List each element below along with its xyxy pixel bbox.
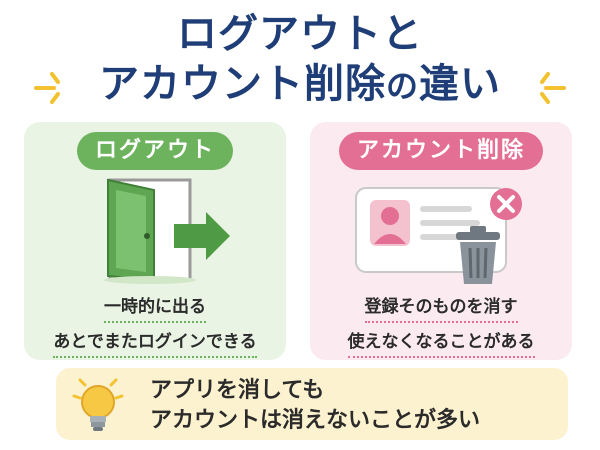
logout-label: ログアウト [76, 132, 234, 170]
sparkle-left-icon [34, 72, 60, 104]
logout-line2: あとでまたログインできる [24, 327, 286, 358]
page-title-line2: アカウント削除の違い [0, 58, 600, 112]
title-main: アカウント削除 [98, 61, 386, 107]
delete-account-panel: アカウント削除 登録そのものを消す 使えなくなることがある [310, 122, 572, 360]
tip-line1: アプリを消しても [150, 378, 325, 403]
lightbulb-icon [72, 378, 124, 431]
delete-account-line2: 使えなくなることがある [310, 327, 572, 358]
logout-line1: 一時的に出る [24, 292, 286, 323]
sparkle-right-icon [540, 72, 566, 104]
title-particle: の [385, 67, 419, 105]
tip-line2: アカウントは消えないことが多い [150, 408, 481, 433]
logout-panel: ログアウト 一時的に出る あとでまたログインできる [24, 122, 286, 360]
door-exit-icon [104, 178, 230, 284]
title-end: 違い [419, 61, 501, 107]
tip-text: アプリを消しても アカウントは消えないことが多い [150, 376, 480, 436]
tip-box [56, 368, 568, 440]
delete-account-line1: 登録そのものを消す [310, 292, 572, 323]
page-title-line1: ログアウトと [177, 11, 423, 57]
delete-account-label: アカウント削除 [338, 132, 544, 170]
account-delete-icon [355, 187, 522, 284]
